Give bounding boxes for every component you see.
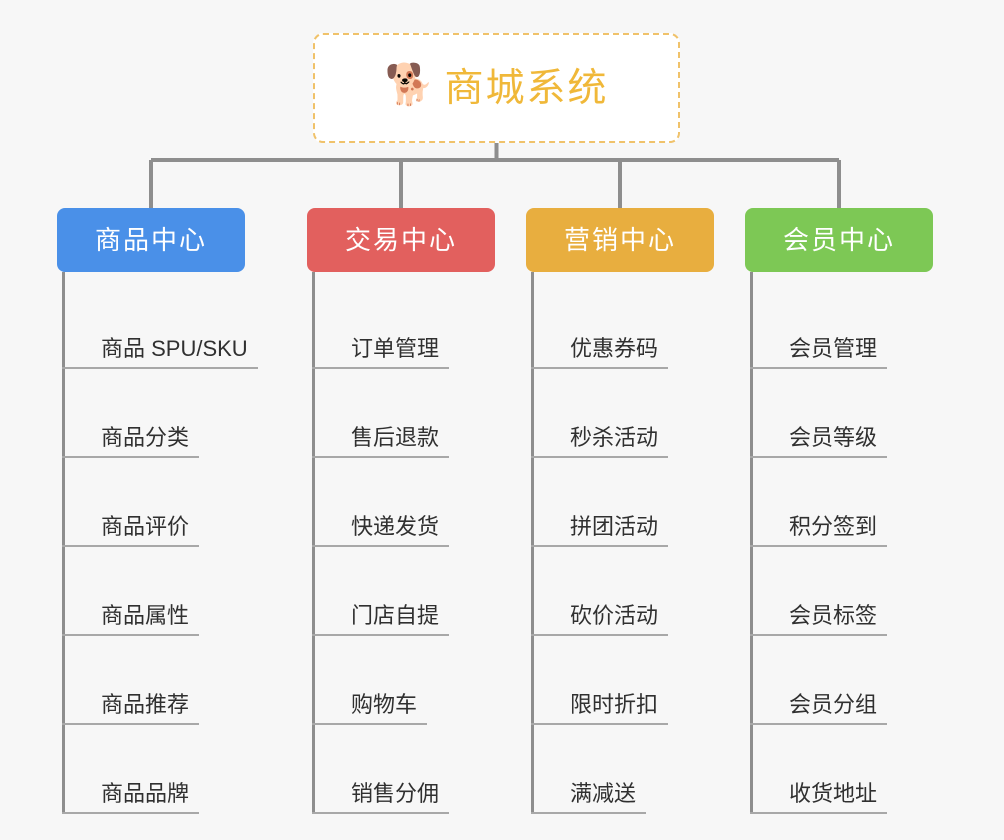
leaf-item[interactable]: 门店自提 bbox=[307, 547, 495, 636]
category-label: 交易中心 bbox=[344, 225, 457, 255]
leaf-item[interactable]: 销售分佣 bbox=[307, 725, 495, 814]
leaf-underline bbox=[750, 545, 887, 547]
leaf-item[interactable]: 秒杀活动 bbox=[526, 369, 714, 458]
leaf-item[interactable]: 商品评价 bbox=[57, 458, 245, 547]
leaf-label: 会员管理 bbox=[789, 336, 878, 361]
leaf-underline bbox=[750, 456, 887, 458]
leaf-item[interactable]: 会员管理 bbox=[745, 280, 933, 369]
category-box-member-center[interactable]: 会员中心 bbox=[745, 208, 933, 272]
leaf-item[interactable]: 优惠券码 bbox=[526, 280, 714, 369]
leaf-label: 会员标签 bbox=[789, 603, 878, 628]
leaf-underline bbox=[750, 634, 887, 636]
leaf-underline bbox=[62, 367, 258, 369]
leaf-underline bbox=[312, 812, 449, 814]
leaf-item[interactable]: 会员等级 bbox=[745, 369, 933, 458]
column-trade-center: 交易中心订单管理售后退款快递发货门店自提购物车销售分佣 bbox=[307, 208, 495, 814]
leaf-label: 会员等级 bbox=[789, 425, 878, 450]
leaf-item[interactable]: 会员标签 bbox=[745, 547, 933, 636]
leaf-label: 商品评价 bbox=[101, 514, 190, 539]
leaf-underline bbox=[531, 456, 668, 458]
leaf-underline bbox=[62, 456, 199, 458]
leaf-item[interactable]: 满减送 bbox=[526, 725, 714, 814]
leaf-underline bbox=[62, 545, 199, 547]
leaf-item[interactable]: 收货地址 bbox=[745, 725, 933, 814]
leaf-underline bbox=[750, 812, 887, 814]
column-member-center: 会员中心会员管理会员等级积分签到会员标签会员分组收货地址 bbox=[745, 208, 933, 814]
category-label: 商品中心 bbox=[94, 225, 207, 255]
leaf-label: 商品 SPU/SKU bbox=[101, 336, 248, 361]
leaf-label: 商品品牌 bbox=[101, 781, 190, 806]
leaf-item[interactable]: 订单管理 bbox=[307, 280, 495, 369]
leaf-underline bbox=[312, 545, 449, 547]
leaf-list: 优惠券码秒杀活动拼团活动砍价活动限时折扣满减送 bbox=[526, 272, 714, 814]
leaf-label: 购物车 bbox=[351, 692, 418, 717]
leaf-label: 售后退款 bbox=[351, 425, 440, 450]
category-box-trade-center[interactable]: 交易中心 bbox=[307, 208, 495, 272]
leaf-label: 订单管理 bbox=[351, 336, 440, 361]
leaf-underline bbox=[750, 723, 887, 725]
leaf-underline bbox=[312, 456, 449, 458]
root-node[interactable]: 🐕 商城系统 bbox=[313, 33, 680, 143]
leaf-label: 砍价活动 bbox=[570, 603, 659, 628]
column-spine bbox=[531, 272, 534, 814]
leaf-list: 会员管理会员等级积分签到会员标签会员分组收货地址 bbox=[745, 272, 933, 814]
leaf-item[interactable]: 快递发货 bbox=[307, 458, 495, 547]
leaf-underline bbox=[62, 812, 199, 814]
leaf-label: 商品推荐 bbox=[101, 692, 190, 717]
leaf-underline bbox=[531, 367, 668, 369]
leaf-item[interactable]: 限时折扣 bbox=[526, 636, 714, 725]
leaf-label: 快递发货 bbox=[351, 514, 440, 539]
column-spine bbox=[62, 272, 65, 814]
category-label: 会员中心 bbox=[782, 225, 895, 255]
leaf-underline bbox=[62, 634, 199, 636]
leaf-label: 门店自提 bbox=[351, 603, 440, 628]
column-spine bbox=[312, 272, 315, 814]
shiba-dog-face-icon: 🐕 bbox=[384, 63, 435, 107]
leaf-label: 优惠券码 bbox=[570, 336, 659, 361]
leaf-label: 收货地址 bbox=[789, 781, 878, 806]
leaf-item[interactable]: 商品推荐 bbox=[57, 636, 245, 725]
leaf-underline bbox=[312, 634, 449, 636]
category-box-product-center[interactable]: 商品中心 bbox=[57, 208, 245, 272]
leaf-underline bbox=[312, 367, 449, 369]
leaf-item[interactable]: 商品分类 bbox=[57, 369, 245, 458]
leaf-item[interactable]: 会员分组 bbox=[745, 636, 933, 725]
leaf-label: 拼团活动 bbox=[570, 514, 659, 539]
column-product-center: 商品中心商品 SPU/SKU 商品分类商品评价商品属性商品推荐商品品牌 bbox=[57, 208, 258, 814]
leaf-underline bbox=[750, 367, 887, 369]
leaf-underline bbox=[531, 545, 668, 547]
leaf-label: 商品分类 bbox=[101, 425, 190, 450]
leaf-underline bbox=[62, 723, 199, 725]
leaf-label: 满减送 bbox=[570, 781, 637, 806]
leaf-underline bbox=[531, 634, 668, 636]
root-title: 商城系统 bbox=[444, 66, 609, 110]
leaf-item[interactable]: 购物车 bbox=[307, 636, 495, 725]
category-box-marketing-center[interactable]: 营销中心 bbox=[526, 208, 714, 272]
leaf-underline bbox=[531, 812, 646, 814]
leaf-label: 积分签到 bbox=[789, 514, 878, 539]
leaf-list: 商品 SPU/SKU 商品分类商品评价商品属性商品推荐商品品牌 bbox=[57, 272, 258, 814]
leaf-label: 会员分组 bbox=[789, 692, 878, 717]
leaf-label: 销售分佣 bbox=[351, 781, 440, 806]
leaf-item[interactable]: 积分签到 bbox=[745, 458, 933, 547]
category-label: 营销中心 bbox=[563, 225, 676, 255]
leaf-label: 秒杀活动 bbox=[570, 425, 659, 450]
leaf-item[interactable]: 商品品牌 bbox=[57, 725, 245, 814]
leaf-label: 商品属性 bbox=[101, 603, 190, 628]
column-spine bbox=[750, 272, 753, 814]
leaf-underline bbox=[531, 723, 668, 725]
leaf-underline bbox=[312, 723, 427, 725]
leaf-item[interactable]: 售后退款 bbox=[307, 369, 495, 458]
leaf-list: 订单管理售后退款快递发货门店自提购物车销售分佣 bbox=[307, 272, 495, 814]
leaf-item[interactable]: 商品属性 bbox=[57, 547, 245, 636]
column-marketing-center: 营销中心优惠券码秒杀活动拼团活动砍价活动限时折扣满减送 bbox=[526, 208, 714, 814]
leaf-item[interactable]: 砍价活动 bbox=[526, 547, 714, 636]
leaf-item[interactable]: 拼团活动 bbox=[526, 458, 714, 547]
leaf-item[interactable]: 商品 SPU/SKU bbox=[57, 280, 258, 369]
leaf-label: 限时折扣 bbox=[570, 692, 659, 717]
